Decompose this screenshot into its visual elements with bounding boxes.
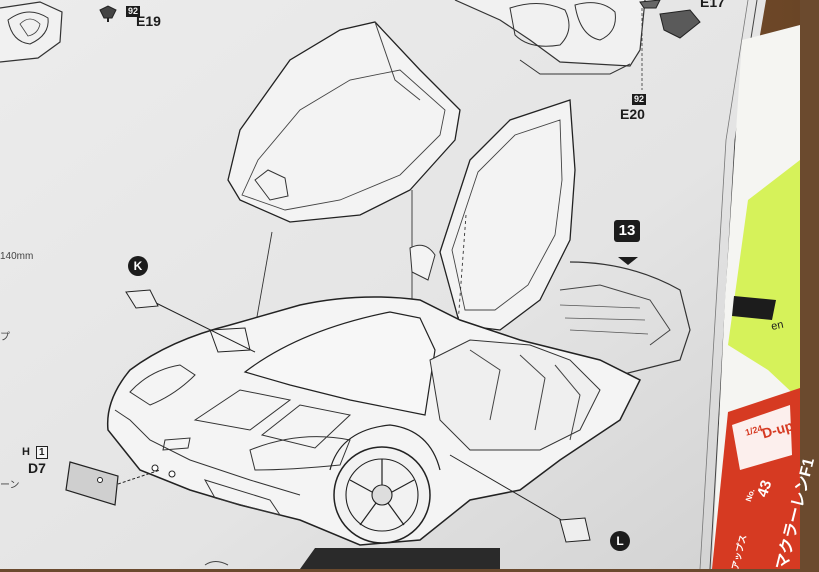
part-d7-ref-number: 1	[36, 446, 48, 459]
step-pointer	[618, 257, 638, 265]
car-headlight	[129, 364, 196, 406]
edge-measure: 140mm	[0, 251, 34, 262]
top-left-part-detail-2	[19, 18, 41, 37]
right-door-inner	[451, 119, 563, 311]
edge-fragment-1: プ	[0, 332, 10, 343]
marker-k: K	[128, 256, 148, 276]
top-right-part-detail	[509, 3, 570, 47]
scene-drawing: en	[0, 0, 800, 570]
part-d7-leader	[117, 469, 161, 485]
right-door-leader	[454, 214, 467, 366]
left-door-handle	[254, 169, 289, 201]
part-d7-plate	[65, 461, 119, 506]
marker-l: L	[610, 531, 630, 551]
top-right-part	[454, 0, 646, 67]
part-e17-label: E17	[700, 0, 725, 10]
car-hood-vent-right	[260, 404, 352, 449]
right-door-mirror	[409, 244, 436, 281]
part-d7-label: D7	[28, 460, 46, 476]
car-windshield	[243, 311, 436, 416]
step-number-badge: 13	[614, 220, 640, 242]
marker-k-leader	[149, 299, 256, 353]
marker-k-part	[125, 289, 159, 309]
bottom-mark	[204, 561, 229, 566]
next-step-bar	[300, 548, 500, 569]
part-e19-ref: 92	[126, 6, 141, 17]
car-seats	[469, 349, 581, 441]
car-rear-louvres	[559, 304, 649, 335]
post-it-mark	[732, 296, 776, 320]
part-e19-label: E19	[136, 13, 161, 29]
car-wheel-arch	[329, 424, 441, 471]
car-rear-outline	[569, 261, 691, 381]
top-right-part-detail-2	[574, 2, 616, 41]
post-it-note	[728, 160, 800, 400]
car-wheel-hub	[371, 484, 393, 506]
top-left-part-detail	[7, 11, 49, 45]
car-badge-slot	[162, 437, 191, 451]
part-d7-hole	[97, 477, 103, 483]
part-e17-shape	[659, 9, 701, 39]
part-e17-small	[639, 0, 661, 9]
marker-l-part	[559, 517, 591, 543]
car-wheel-spokes	[349, 459, 415, 526]
part-d7-pin-2	[168, 470, 176, 478]
part-e20-ref: 92	[632, 94, 647, 105]
sheet-inner-border	[699, 0, 749, 570]
part-d7-pin-1	[151, 464, 159, 472]
marker-k-target	[209, 327, 251, 353]
car-intake	[203, 479, 282, 516]
kit-box-label-panel	[732, 405, 792, 470]
top-right-part-edge	[519, 59, 631, 75]
car-rear-vent	[559, 284, 671, 346]
left-door-fold	[374, 21, 421, 101]
part-d7-ref-letter: H	[22, 446, 30, 458]
car-front-bumper	[114, 409, 301, 496]
part-e20-label: E20	[620, 106, 645, 122]
part-e19-shape	[99, 5, 117, 19]
post-it-text: en	[770, 319, 784, 333]
edge-fragment-2: ーン	[0, 480, 20, 491]
marker-l-leader	[449, 454, 571, 526]
left-door-inner	[241, 69, 446, 211]
car-fender-light	[249, 436, 351, 471]
car-hood-vent-left	[193, 389, 292, 431]
